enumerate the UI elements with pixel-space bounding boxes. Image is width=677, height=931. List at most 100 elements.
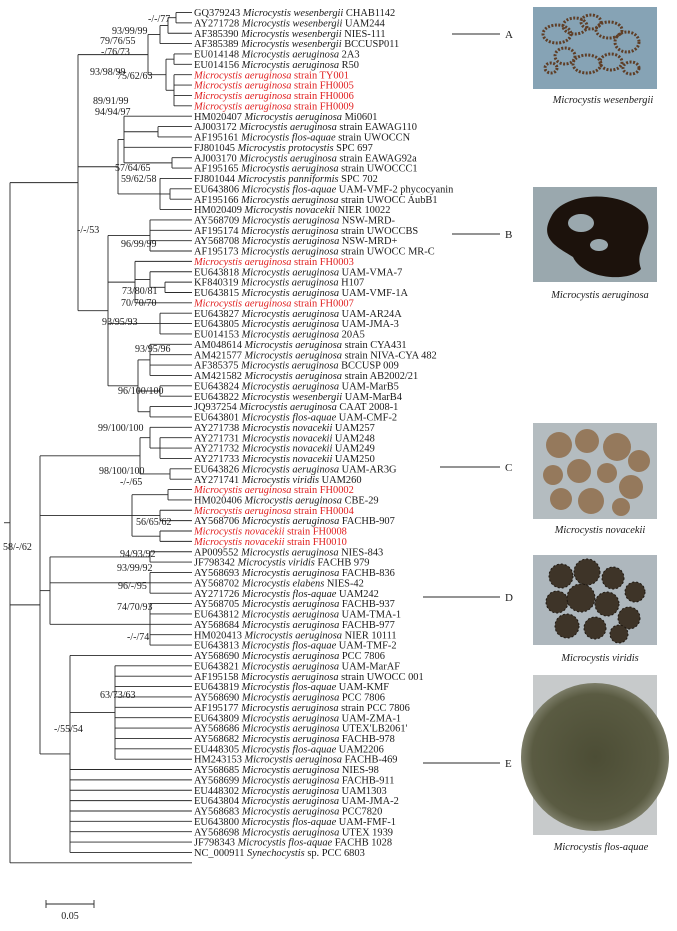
taxon-strain: UAM-CMF-2 <box>336 413 397 424</box>
taxon-species: Microcystis aeruginosa <box>241 319 339 330</box>
taxon-label: AF195161 Microcystis flos-aquae strain U… <box>194 133 411 144</box>
taxon-accession: AF195177 <box>194 703 241 714</box>
bootstrap-value: 89/91/99 <box>93 96 129 107</box>
taxon-accession: HM020409 <box>194 205 245 216</box>
taxon-accession: HM020413 <box>194 630 245 641</box>
taxon-label: AF195158 Microcystis aeruginosa strain U… <box>194 672 424 683</box>
taxon-strain: NIES-843 <box>339 547 384 558</box>
taxon-species: Microcystis aeruginosa <box>240 164 338 175</box>
taxon-strain: strain UWOCCC1 <box>339 164 418 175</box>
taxon-strain: UAM-TMA-1 <box>339 610 401 621</box>
taxon-species: Microcystis aeruginosa <box>241 775 339 786</box>
taxon-label: EU643822 Microcystis wesenbergii UAM-Mar… <box>194 392 403 403</box>
taxon-species: Microcystis aeruginosa <box>238 402 336 413</box>
taxon-species: Microcystis aeruginosa <box>244 112 342 123</box>
bootstrap-value: 56/65/62 <box>136 517 172 528</box>
cell-colony <box>594 591 620 617</box>
taxon-accession: FJ801044 <box>194 174 238 185</box>
taxon-strain: UAM-VMF-1A <box>339 288 408 299</box>
micrograph-flos-aquae <box>521 675 669 835</box>
bootstrap-value: 98/100/100 <box>99 466 145 477</box>
taxon-label: GQ379243 Microcystis wesenbergii CHAB114… <box>194 8 395 19</box>
cell-colony <box>579 13 603 31</box>
taxon-species: Microcystis aeruginosa <box>241 693 339 704</box>
taxon-accession: EU643812 <box>194 610 242 621</box>
taxon-label: AY568702 Microcystis elabens NIES-42 <box>194 578 364 589</box>
taxon-strain: strain FH0002 <box>291 485 353 496</box>
clade-caption: Microcystis viridis <box>560 653 638 664</box>
cell-colony <box>571 53 603 75</box>
taxon-strain: UAM-AR24A <box>339 309 402 320</box>
cell-colony <box>543 465 563 485</box>
scale-bar: 0.05 <box>45 900 95 922</box>
clade-letter: E <box>505 758 512 770</box>
taxon-species: Microcystis aeruginosa <box>241 330 339 341</box>
taxon-label: Microcystis aeruginosa strain FH0004 <box>193 506 355 517</box>
taxon-species: Microcystis aeruginosa <box>241 236 339 247</box>
taxon-species: Microcystis aeruginosa <box>241 786 339 797</box>
taxon-label: EU643812 Microcystis aeruginosa UAM-TMA-… <box>194 610 401 621</box>
taxon-strain: UTEX'LB2061' <box>339 724 407 735</box>
bootstrap-value: 59/62/58 <box>121 174 157 185</box>
taxon-label: EU643800 Microcystis flos-aquae UAM-FMF-… <box>194 817 396 828</box>
cell-colony <box>628 450 650 472</box>
taxon-strain: FACHB-836 <box>339 568 395 579</box>
taxon-strain: UAM-MarB4 <box>342 392 403 403</box>
taxon-species: Microcystis aeruginosa <box>241 713 339 724</box>
taxon-species: Microcystis aeruginosa <box>241 827 339 838</box>
taxon-species: Microcystis aeruginosa <box>240 547 338 558</box>
taxon-strain: UAM-ZMA-1 <box>339 713 401 724</box>
taxon-label: AY568708 Microcystis aeruginosa NSW-MRD+ <box>194 236 398 247</box>
bootstrap-value: -/76/73 <box>101 47 130 58</box>
taxon-species: Microcystis flos-aquae <box>241 682 337 693</box>
taxon-species: Microcystis flos-aquae <box>241 817 337 828</box>
taxon-strain: NIES-111 <box>342 29 386 40</box>
taxon-species: Microcystis aeruginosa <box>241 620 339 631</box>
taxon-accession: AM048614 <box>194 340 245 351</box>
taxon-species: Microcystis aeruginosa <box>244 495 342 506</box>
taxon-accession: EU643804 <box>194 796 242 807</box>
taxon-accession: EU643821 <box>194 661 242 672</box>
clade-caption: Microcystis novacekii <box>554 525 646 536</box>
taxon-strain: strain UWOCC 001 <box>339 672 424 683</box>
taxon-accession: AY271726 <box>194 589 242 600</box>
taxon-species: Microcystis aeruginosa <box>193 70 291 81</box>
cell-colony <box>598 52 624 72</box>
taxon-label: AF385375 Microcystis aeruginosa BCCUSP 0… <box>194 361 399 372</box>
bootstrap-value: -/-/77 <box>148 14 170 25</box>
cell-colony <box>578 488 604 514</box>
cell-colony <box>546 432 572 458</box>
taxon-species: Microcystis aeruginosa <box>193 81 291 92</box>
taxon-species: Microcystis protocystis <box>237 143 334 154</box>
taxon-strain: strain EAWAG110 <box>337 122 417 133</box>
taxon-accession: AF385375 <box>194 361 241 372</box>
taxon-species: Microcystis aeruginosa <box>241 734 339 745</box>
taxon-strain: UAM-VMA-7 <box>339 267 402 278</box>
taxon-accession: EU643827 <box>194 309 242 320</box>
bootstrap-value: 96/100/100 <box>118 386 164 397</box>
taxon-accession: NC_000911 <box>194 848 247 859</box>
taxon-species: Microcystis aeruginosa <box>241 796 339 807</box>
cell-colony <box>553 46 577 66</box>
taxon-label: AY568699 Microcystis aeruginosa FACHB-91… <box>194 775 394 786</box>
bootstrap-value: 96/99/99 <box>121 239 157 250</box>
taxon-label: EU643801 Microcystis flos-aquae UAM-CMF-… <box>194 413 397 424</box>
taxon-label: Microcystis aeruginosa strain FH0005 <box>193 81 354 92</box>
taxon-strain: BCCUSP 009 <box>339 361 399 372</box>
taxon-strain: UAM248 <box>332 433 374 444</box>
taxon-species: Microcystis wesenbergii <box>241 392 343 403</box>
taxon-label: AY271738 Microcystis novacekii UAM257 <box>194 423 375 434</box>
taxon-species: Microcystis wesenbergii <box>242 8 344 19</box>
taxon-label: AF385390 Microcystis wesenbergii NIES-11… <box>194 29 386 40</box>
cell-colony <box>617 606 641 630</box>
taxon-label: EU643826 Microcystis aeruginosa UAM-AR3G <box>194 464 397 475</box>
cell-colony <box>566 583 596 613</box>
taxon-strain: strain UWOCCBS <box>339 226 419 237</box>
taxon-strain: PCC 7806 <box>339 651 385 662</box>
clade-letter: C <box>505 462 512 474</box>
cell-colony <box>624 581 646 603</box>
taxon-strain: strain FH0009 <box>291 101 353 112</box>
cell-colony <box>594 20 624 40</box>
taxon-species: Microcystis flos-aquae <box>241 184 337 195</box>
